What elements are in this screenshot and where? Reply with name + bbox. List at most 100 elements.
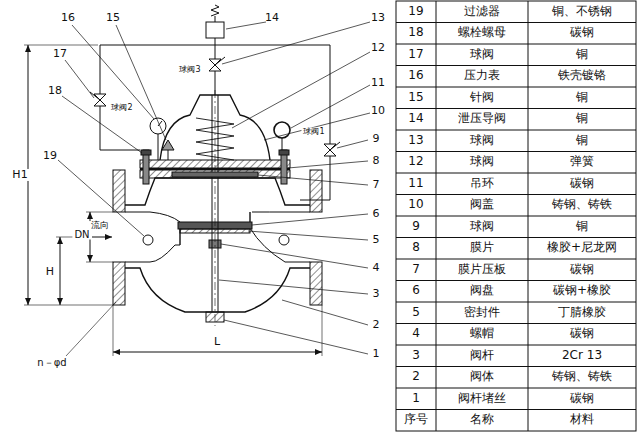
table-cell: 18 (408, 27, 423, 40)
table-cell: 名称 (470, 414, 494, 427)
table-cell: 16 (408, 70, 423, 83)
dimension-label: L (212, 336, 222, 348)
callout-number: 7 (373, 179, 380, 191)
dimension-label: H1 (10, 169, 29, 181)
table-cell: 9 (412, 220, 420, 233)
table-rule (396, 323, 636, 324)
callout-number: 17 (53, 48, 67, 60)
table-cell: 12 (408, 156, 423, 169)
callout-number: 14 (265, 12, 279, 24)
table-cell: 球阀 (470, 220, 494, 233)
table-cell: 19 (408, 5, 423, 18)
table-cell: 碳钢+橡胶 (553, 285, 611, 298)
table-cell: 螺帽 (470, 328, 494, 341)
table-cell: 10 (408, 199, 423, 212)
callout-number: 5 (373, 234, 380, 246)
valve-tag: 球阀2 (109, 104, 134, 113)
table-cell: 4 (412, 328, 420, 341)
table-cell: 弹簧 (570, 156, 594, 169)
table-cell: 碳钢 (570, 392, 594, 405)
table-rule (396, 151, 636, 152)
table-cell: 13 (408, 134, 423, 147)
table-cell: 碳钢 (570, 177, 594, 190)
valve-tag: 球阀3 (177, 66, 202, 75)
callout-number: 8 (373, 155, 380, 167)
table-cell: 球阀 (470, 48, 494, 61)
valve-tag: 球阀1 (301, 128, 326, 137)
callout-number: 2 (373, 319, 380, 331)
table-cell: 铁壳镀铬 (558, 70, 606, 83)
table-cell: 泄压导阀 (458, 113, 506, 126)
callout-number: 6 (373, 208, 380, 220)
table-rule (396, 87, 636, 88)
table-cell: 3 (412, 349, 420, 362)
callout-number: 1 (373, 348, 380, 360)
table-rule (396, 237, 636, 238)
table-rule (396, 280, 636, 281)
table-cell: 膜片 (470, 242, 494, 255)
table-cell: 球阀 (470, 156, 494, 169)
table-cell: 球阀 (470, 134, 494, 147)
table-cell: 铸钢、铸铁 (552, 371, 612, 384)
callout-number: 18 (48, 85, 62, 97)
dimension-label: n－φd (35, 357, 68, 368)
table-rule (396, 302, 636, 303)
table-cell: 铜 (576, 113, 588, 126)
table-rule (396, 22, 636, 23)
table-cell: 碳钢 (570, 328, 594, 341)
table-cell: 7 (412, 263, 420, 276)
table-rule (396, 108, 636, 109)
table-cell: 橡胶+尼龙网 (547, 242, 617, 255)
table-cell: 铜 (576, 91, 588, 104)
table-cell: 碳钢 (570, 263, 594, 276)
table-cell: 序号 (404, 414, 428, 427)
table-rule (396, 130, 636, 131)
callout-number: 4 (373, 262, 380, 274)
table-cell: 铜、不锈钢 (552, 5, 612, 18)
table-cell: 11 (408, 177, 423, 190)
callout-number: 16 (61, 12, 75, 24)
table-rule (396, 216, 636, 217)
table-cell: 铜 (576, 48, 588, 61)
table-cell: 材料 (570, 414, 594, 427)
callout-number: 10 (371, 105, 385, 117)
table-cell: 阀盖 (470, 199, 494, 212)
dimension-label: H (44, 266, 56, 278)
table-cell: 1 (412, 392, 420, 405)
table-cell: 14 (408, 113, 423, 126)
table-cell: 丁腈橡胶 (558, 306, 606, 319)
callout-number: 3 (373, 288, 380, 300)
table-cell: 8 (412, 242, 420, 255)
callout-number: 19 (43, 150, 57, 162)
flow-label: 流向 (89, 221, 111, 231)
table-cell: 过滤器 (464, 5, 500, 18)
table-cell: 2 (412, 371, 420, 384)
table-rule (396, 44, 636, 45)
table-cell: 5 (412, 306, 420, 319)
table-rule (396, 345, 636, 346)
table-cell: 17 (408, 48, 423, 61)
table-cell: 针阀 (470, 91, 494, 104)
table-cell: 铜 (576, 220, 588, 233)
callout-number: 13 (371, 12, 385, 24)
table-rule (396, 173, 636, 174)
table-cell: 15 (408, 91, 423, 104)
table-cell: 膜片压板 (458, 263, 506, 276)
table-cell: 铸钢、铸铁 (552, 199, 612, 212)
table-cell: 碳钢 (570, 27, 594, 40)
table-cell: 压力表 (464, 70, 500, 83)
callout-number: 12 (371, 42, 385, 54)
table-rule (396, 388, 636, 389)
table-cell: 阀体 (470, 371, 494, 384)
table-rule (396, 65, 636, 66)
table-cell: 6 (412, 285, 420, 298)
table-cell: 密封件 (464, 306, 500, 319)
table-cell: 吊环 (470, 177, 494, 190)
table-cell: 2Cr 13 (562, 349, 602, 362)
table-rule (396, 194, 636, 195)
callout-number: 9 (373, 133, 380, 145)
table-cell: 阀杆堵丝 (458, 392, 506, 405)
table-cell: 螺栓螺母 (458, 27, 506, 40)
